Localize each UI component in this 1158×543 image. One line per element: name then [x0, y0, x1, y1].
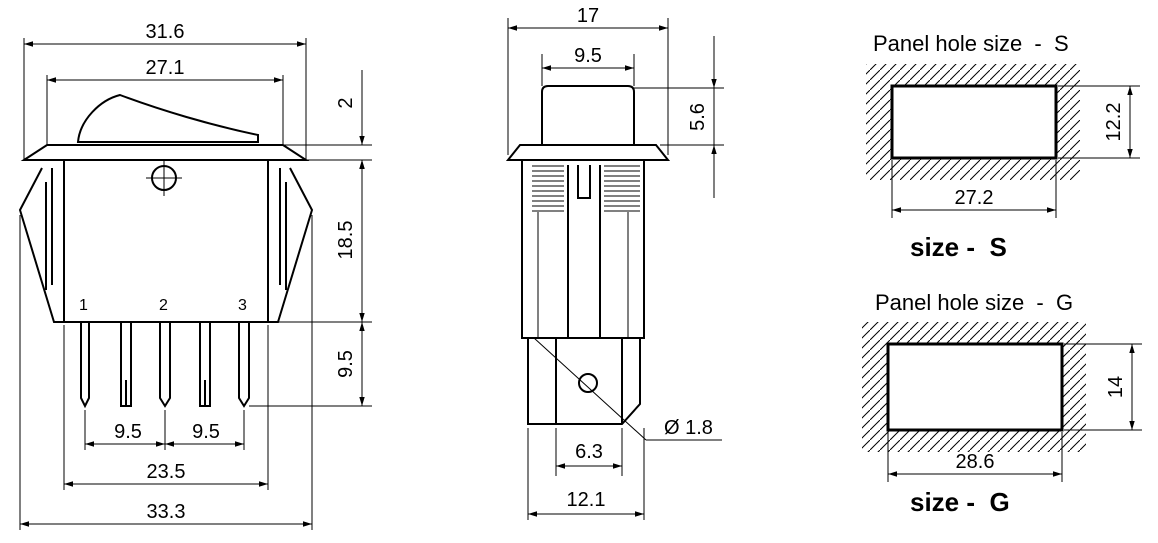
dim-side-actuator-height: 5.6: [687, 103, 709, 131]
front-view: 1 2 3: [18, 21, 372, 530]
dim-panel-g-width: 28.6: [956, 451, 995, 473]
panel-g-title: Panel hole size - G: [875, 290, 1073, 315]
terminals: [80, 322, 250, 409]
dim-panel-s-width: 27.2: [955, 187, 994, 209]
center-mark: [146, 160, 182, 196]
panel-s-hatch: [866, 64, 1080, 180]
front-body: [63, 160, 269, 323]
grip-ribs: [532, 165, 640, 212]
terminal-3: [238, 322, 250, 408]
dim-side-actuator-width: 9.5: [574, 45, 602, 67]
panel-hole-s: Panel hole size - S 12.2 27.2 size - S: [866, 31, 1140, 262]
rocker-actuator: [76, 93, 259, 143]
pin-label-3: 3: [238, 297, 247, 314]
side-view: 17 9.5 5.6 6.3 12.1 Ø 1.8: [505, 5, 724, 520]
dim-base-width: 12.1: [567, 489, 606, 511]
pin-label-1: 1: [79, 297, 88, 314]
dim-pitch-right: 9.5: [192, 421, 220, 443]
dim-pitch-left: 9.5: [114, 421, 142, 443]
dim-overall-width: 33.3: [147, 501, 186, 523]
terminal-a: [120, 322, 132, 407]
right-snap-clip: [268, 167, 314, 323]
dim-side-overall-width: 17: [577, 5, 599, 27]
dim-body-height: 18.5: [335, 221, 357, 260]
terminal-b: [199, 322, 211, 407]
left-snap-clip: [18, 167, 64, 323]
dim-panel-g-height: 14: [1105, 376, 1127, 398]
dim-terminal-length: 9.5: [335, 350, 357, 378]
dim-hole-diameter: Ø 1.8: [664, 417, 713, 439]
panel-s-title: Panel hole size - S: [873, 31, 1069, 56]
terminal-hole: [533, 337, 722, 441]
pin-label-2: 2: [159, 297, 168, 314]
terminal-1: [80, 322, 90, 409]
dim-actuator-width: 27.1: [146, 57, 185, 79]
terminal-2: [159, 322, 171, 408]
front-flange: [20, 144, 310, 161]
center-slot: [577, 165, 591, 199]
panel-g-cutout: [886, 342, 1064, 432]
dim-overall-top-width: 31.6: [146, 21, 185, 43]
dim-flange-height: 2: [335, 97, 357, 108]
panel-s-cutout: [890, 84, 1058, 160]
dim-outer-terminal-span: 23.5: [147, 461, 186, 483]
panel-g-label: size - G: [910, 487, 1010, 517]
panel-g-hatch: [862, 322, 1086, 452]
dim-panel-s-height: 12.2: [1103, 103, 1125, 142]
side-flange: [505, 144, 671, 161]
side-terminal: [527, 338, 641, 425]
panel-hole-g: Panel hole size - G 14 28.6 size - G: [862, 290, 1142, 517]
dim-terminal-width: 6.3: [575, 441, 603, 463]
panel-s-label: size - S: [910, 232, 1007, 262]
side-housing: [521, 160, 645, 339]
side-actuator: [541, 85, 635, 145]
